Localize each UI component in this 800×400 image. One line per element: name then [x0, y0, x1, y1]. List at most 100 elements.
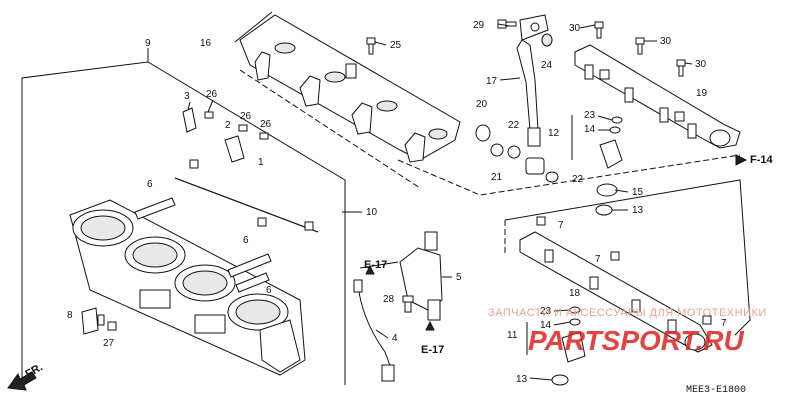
label-part-30b: 30 [660, 36, 672, 47]
leader-23b [553, 309, 571, 312]
part-21-collar [490, 143, 504, 157]
label-part-24: 24 [541, 60, 553, 71]
label-part-14b: 14 [540, 320, 552, 331]
ref-e17-bottom: E-17 [421, 344, 444, 356]
part-1-vacuum-tube [174, 159, 319, 233]
part-16-bracket [239, 14, 461, 163]
leader-25 [374, 41, 387, 46]
label-part-20: 20 [476, 99, 488, 110]
part-17-fuel-hose [516, 14, 549, 175]
label-part-13b: 13 [516, 374, 528, 385]
label-part-30c: 30 [695, 59, 707, 70]
part-24-washer [541, 33, 553, 47]
part-5-sensor [399, 231, 443, 321]
part-27-screw [107, 321, 117, 331]
part-28-bolt [402, 295, 414, 313]
arrow-e17-bottom-icon [425, 320, 435, 331]
label-part-7b: 7 [595, 254, 601, 265]
label-part-13a: 13 [632, 205, 644, 216]
label-part-6c: 6 [266, 285, 272, 296]
leader-15 [614, 189, 629, 193]
label-part-27: 27 [103, 338, 115, 349]
part-22-o-ring-b [545, 171, 559, 183]
label-part-2: 2 [225, 120, 231, 131]
part-19-fuel-rail-upper [574, 44, 741, 149]
part-29-bolt [497, 19, 517, 29]
part-30-bolt-b [635, 37, 645, 55]
leader-26a [207, 99, 214, 113]
arrow-f14-icon [735, 154, 748, 166]
part-26-screw-a [204, 111, 214, 119]
leader-14b [553, 321, 571, 326]
leader-29 [497, 23, 511, 27]
part-8-bracket [81, 307, 105, 335]
front-arrow-label: FR. [24, 361, 45, 380]
part-2-sensor [224, 135, 245, 163]
label-part-23a: 23 [584, 110, 596, 121]
throttle-body [69, 199, 306, 376]
label-part-8: 8 [67, 310, 73, 321]
part-26-screw-c [259, 132, 269, 140]
outline-16a [234, 11, 273, 43]
label-part-16: 16 [200, 38, 212, 49]
watermark-tagline: ЗАПЧАСТИ И АКСЕССУАРЫ ДЛЯ МОТОТЕХНИКИ [488, 307, 767, 319]
label-part-30a: 30 [569, 23, 581, 34]
part-7-bolt-c [702, 315, 712, 325]
part-20-seal [475, 124, 491, 142]
ref-f14: F-14 [750, 154, 774, 166]
label-part-22b: 22 [572, 174, 584, 185]
part-30-bolt-c [676, 59, 686, 77]
label-part-22a: 22 [508, 120, 520, 131]
leader-30a [579, 24, 596, 29]
part-3-sensor [182, 107, 197, 133]
label-part-1: 1 [258, 157, 264, 168]
label-part-19: 19 [696, 88, 708, 99]
diagram-code: MEE3-E1800 [686, 385, 746, 396]
part-4-cable [353, 279, 395, 382]
label-part-10: 10 [366, 207, 378, 218]
label-part-3: 3 [184, 91, 190, 102]
label-part-15: 15 [632, 187, 644, 198]
part-6-screw-c [235, 272, 270, 293]
part-22-o-ring-a [507, 145, 521, 159]
leader-30c [684, 62, 693, 65]
part-30-bolt-a [594, 21, 604, 39]
label-part-5: 5 [456, 272, 462, 283]
part-18-fuel-rail-lower [519, 231, 713, 353]
front-arrow-icon [7, 371, 37, 391]
label-part-28: 28 [383, 294, 395, 305]
leader-4 [375, 329, 389, 339]
label-part-7a: 7 [558, 220, 564, 231]
part-6-screw-b [227, 253, 272, 278]
leader-3 [187, 101, 191, 111]
label-part-26c: 26 [260, 119, 272, 130]
label-part-26a: 26 [206, 89, 218, 100]
outline-lower-rail [504, 179, 751, 336]
leader-e17-top [359, 261, 399, 269]
leader-17 [499, 77, 521, 81]
label-part-7c: 7 [721, 318, 727, 329]
label-part-12: 12 [548, 128, 560, 139]
part-12-injector-upper [595, 116, 623, 216]
part-6-screw-a [134, 197, 176, 220]
label-part-4: 4 [392, 333, 398, 344]
label-part-14a: 14 [584, 124, 596, 135]
watermark-brand: PARTSPORT.RU [528, 325, 745, 356]
label-part-11: 11 [507, 330, 518, 341]
label-part-6a: 6 [147, 179, 153, 190]
label-part-29: 29 [473, 20, 485, 31]
leader-23a [597, 115, 613, 121]
part-26-screw-b [238, 124, 248, 132]
ref-e17-top: E-17 [364, 259, 387, 271]
part-25-bolt [366, 37, 376, 55]
part-7-bolt-b [610, 251, 620, 261]
label-part-25: 25 [390, 40, 402, 51]
leader-13b [529, 377, 553, 381]
label-part-17: 17 [486, 76, 498, 87]
label-part-23b: 23 [540, 306, 552, 317]
arrow-e17-top-icon [365, 264, 375, 275]
outline-upper-rail [397, 154, 741, 196]
label-part-6b: 6 [243, 235, 249, 246]
